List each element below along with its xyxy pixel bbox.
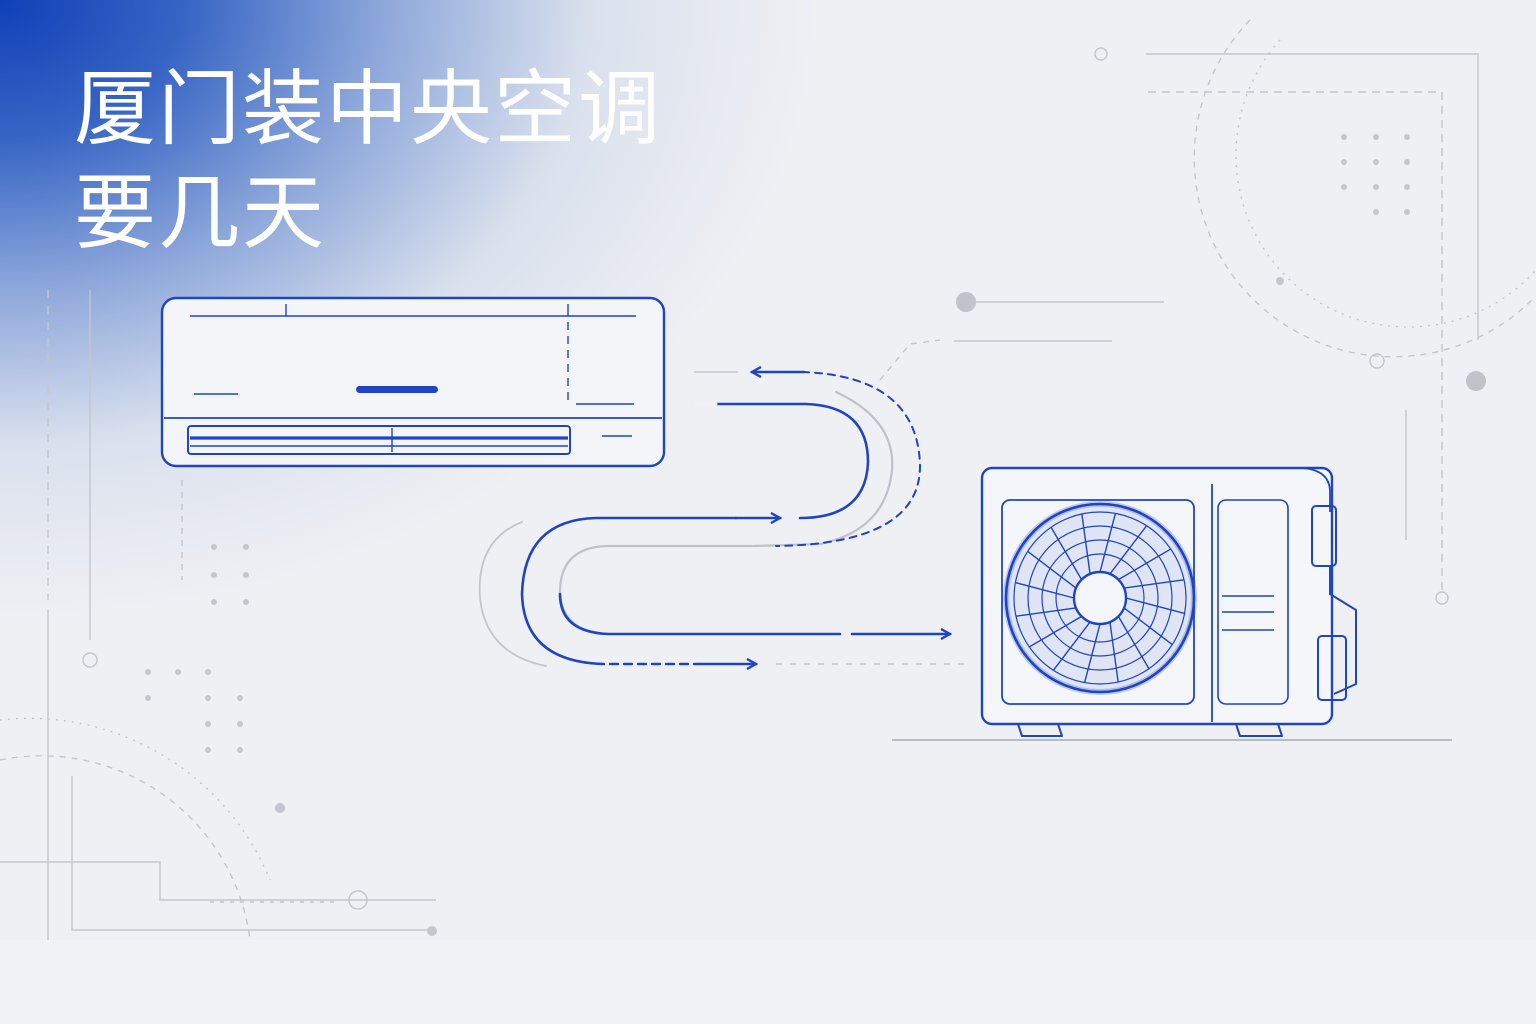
fan-spoke [1081,513,1091,575]
fan-spoke [1118,548,1172,581]
fan-spoke [1099,513,1117,573]
fan-spoke [1027,550,1077,589]
fan-ring [1003,501,1197,695]
fan-spokes [1015,513,1185,683]
decorative-dots [145,134,1486,936]
fan-spoke [1028,615,1082,648]
bottom-band [0,940,1536,1024]
fan-spoke [1083,623,1101,683]
indoor-unit [160,296,666,468]
page-title: 厦门装中央空调 要几天 [74,58,662,266]
fan-spoke [1015,607,1077,617]
fan-spoke [1109,621,1119,683]
title-line-2: 要几天 [74,166,327,261]
decorative-grid-lines [0,19,1536,940]
fan-spoke [1015,581,1075,599]
fan-spoke [1123,579,1185,589]
fan-spoke [1117,616,1150,670]
title-line-1: 厦门装中央空调 [74,62,663,157]
outdoor-unit [980,466,1357,737]
indoor-unit-display-bar [356,386,438,393]
fan-spoke [1052,621,1091,671]
refrigerant-flow-pipes [478,372,950,666]
fan-spoke [1123,607,1173,646]
fan-hub [1072,570,1128,626]
ac-illustration [0,19,1536,940]
fan-spoke [1125,597,1185,615]
fan-spoke [1109,525,1148,575]
fan-spoke [1050,526,1083,580]
